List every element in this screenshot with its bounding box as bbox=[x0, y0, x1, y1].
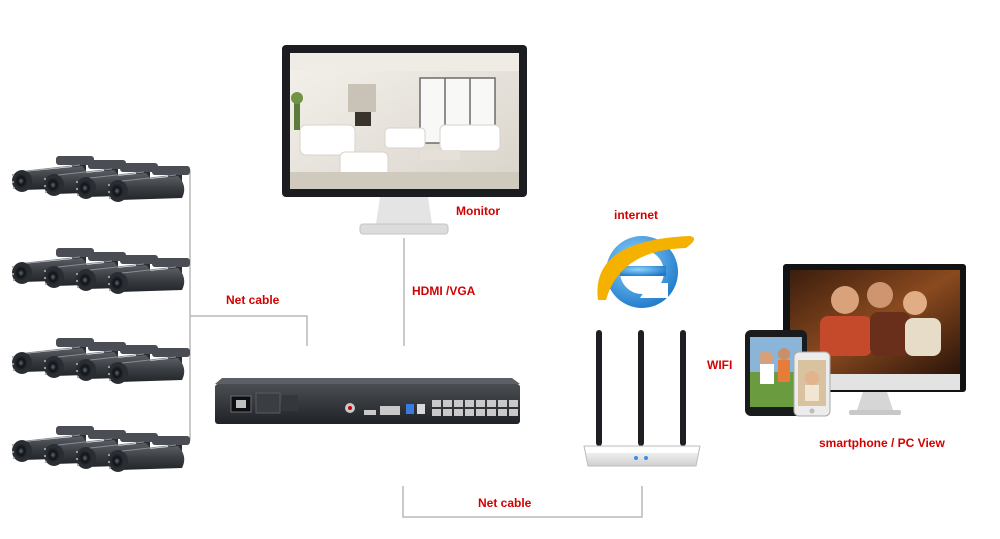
smartphone-icon bbox=[793, 351, 831, 417]
client-view-label: smartphone / PC View bbox=[819, 436, 945, 450]
monitor-label: Monitor bbox=[456, 204, 500, 218]
diagram-labels: Monitor internet HDMI /VGA Net cable WIF… bbox=[226, 204, 945, 510]
internet-explorer-icon bbox=[597, 236, 695, 308]
monitor-icon bbox=[282, 45, 527, 235]
camera-row-2 bbox=[11, 247, 191, 295]
camera-row-1 bbox=[11, 155, 191, 203]
camera-row-3 bbox=[11, 337, 191, 385]
internet-label: internet bbox=[614, 208, 658, 222]
tablet-icon bbox=[745, 330, 807, 416]
nvr-recorder-icon bbox=[215, 378, 520, 424]
net-cable-cameras-label: Net cable bbox=[226, 293, 280, 307]
camera-row-4 bbox=[11, 425, 191, 473]
camera-array bbox=[11, 155, 191, 473]
net-cable-bottom-label: Net cable bbox=[478, 496, 532, 510]
hdmi-vga-label: HDMI /VGA bbox=[412, 284, 476, 298]
wifi-label: WIFI bbox=[707, 358, 732, 372]
wifi-router-icon bbox=[583, 330, 701, 467]
